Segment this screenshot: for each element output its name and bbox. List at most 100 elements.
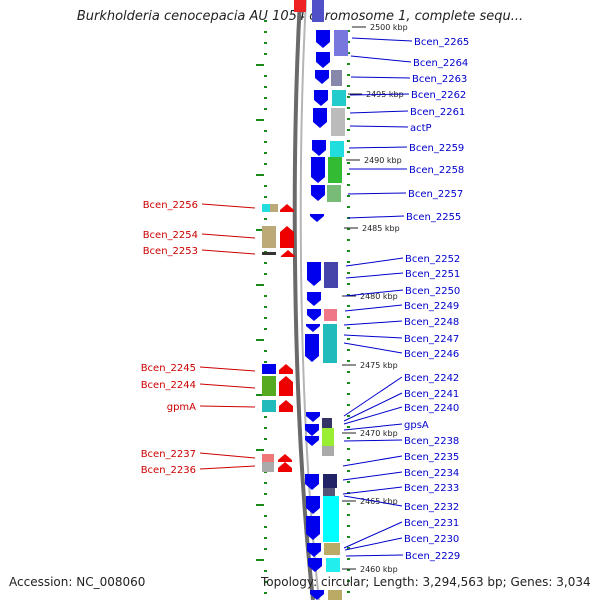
tick-mark: [264, 526, 267, 528]
feature-block: [322, 428, 334, 446]
leader-line: [343, 334, 403, 339]
gene-arrow: [316, 52, 330, 68]
gene-label: Bcen_2234: [404, 468, 459, 479]
gene-arrow-minus: [279, 376, 293, 396]
tick-mark: [264, 570, 267, 572]
gene-label: Bcen_2258: [409, 165, 464, 176]
feature-block: [322, 446, 334, 456]
feature-block: [262, 252, 276, 255]
tick-mark: [264, 350, 267, 352]
gene-arrow: [315, 70, 329, 84]
leader-line: [201, 203, 256, 209]
right-label-leaders: [342, 37, 413, 557]
tick-mark: [264, 97, 267, 99]
tick-mark: [264, 262, 267, 264]
tick-mark: [347, 74, 350, 76]
tick-mark: [347, 360, 350, 362]
leader-line: [343, 406, 403, 425]
leader-line: [347, 215, 405, 219]
gene-label: Bcen_2259: [409, 143, 464, 154]
gene-label: Bcen_2263: [412, 74, 467, 85]
gene-arrow-minus: [281, 250, 295, 257]
gene-arrow: [311, 185, 325, 201]
tick-mark: [347, 228, 350, 230]
tick-mark: [347, 525, 350, 527]
feature-block: [322, 418, 332, 428]
leader-line: [350, 76, 411, 79]
feature-block: [328, 590, 342, 600]
feature-block: [323, 474, 337, 488]
tick-mark: [256, 394, 264, 396]
feature-block: [327, 185, 341, 202]
gene-arrow: [307, 543, 321, 557]
leader-line: [343, 342, 403, 354]
left-label-leaders: [199, 203, 256, 470]
gene-label: Bcen_2240: [404, 403, 459, 414]
tick-mark: [347, 239, 350, 241]
gene-label: Bcen_2238: [404, 436, 459, 447]
feature-block: [323, 488, 335, 496]
tick-mark: [264, 592, 267, 594]
tick-mark: [264, 20, 267, 22]
gene-label: gpmA: [167, 402, 196, 413]
gene-label: Bcen_2230: [404, 534, 459, 545]
tick-mark: [347, 580, 350, 582]
leader-line: [342, 486, 403, 495]
tick-mark: [347, 85, 350, 87]
tick-mark: [347, 52, 350, 54]
tick-mark: [256, 284, 264, 286]
leader-line: [343, 521, 403, 549]
tick-mark: [347, 481, 350, 483]
leader-line: [344, 289, 404, 297]
tick-column-left: [256, 20, 267, 594]
tick-mark: [256, 504, 264, 506]
chromosome-backbone: [292, 0, 320, 600]
gene-label: Bcen_2236: [141, 465, 196, 476]
tick-mark: [264, 493, 267, 495]
tick-mark: [264, 185, 267, 187]
tick-mark: [347, 459, 350, 461]
feature-block: [331, 108, 345, 136]
leader-line: [343, 495, 403, 507]
tick-mark: [347, 250, 350, 252]
tick-mark: [347, 316, 350, 318]
tick-mark: [264, 427, 267, 429]
tick-mark: [256, 339, 264, 341]
tick-mark: [347, 349, 350, 351]
gene-arrow: [307, 292, 321, 306]
feature-block: [323, 496, 339, 542]
tick-mark: [264, 273, 267, 275]
tick-mark: [347, 283, 350, 285]
gene-arrow-minus: [280, 226, 294, 248]
gene-label: Bcen_2265: [414, 37, 469, 48]
feature-block: [262, 376, 276, 396]
feature-block: [323, 324, 337, 363]
tick-mark: [264, 548, 267, 550]
gene-label: Bcen_2264: [413, 58, 468, 69]
leader-line: [344, 537, 403, 551]
feature-block: [334, 30, 348, 56]
tick-mark: [347, 569, 350, 571]
gene-arrow: [314, 90, 328, 106]
gene-label: Bcen_2253: [143, 246, 198, 257]
tick-mark: [347, 426, 350, 428]
gene-label: Bcen_2261: [410, 107, 465, 118]
feature-block: [326, 558, 340, 572]
gene-arrow: [306, 496, 320, 514]
ruler-label: 2475 kbp: [360, 361, 398, 370]
gene-label: gpsA: [404, 420, 429, 431]
tick-mark: [347, 470, 350, 472]
tick-mark: [264, 152, 267, 154]
gene-arrow: [312, 140, 326, 156]
gene-arrow: [306, 516, 320, 540]
gene-arrow: [310, 214, 324, 222]
leader-line: [199, 383, 256, 389]
leader-line: [345, 554, 404, 557]
tick-mark: [347, 129, 350, 131]
tick-mark: [264, 306, 267, 308]
leader-line: [342, 471, 403, 481]
ruler-label: 2460 kbp: [360, 565, 398, 574]
tick-mark: [347, 261, 350, 263]
